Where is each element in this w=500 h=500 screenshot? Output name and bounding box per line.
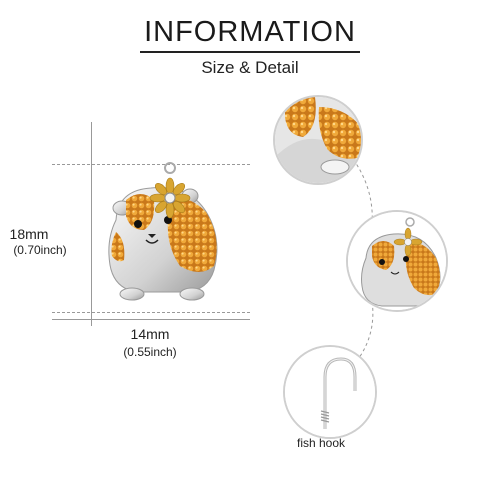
width-inch-label: (0.55inch) (123, 345, 177, 359)
width-mm-label: 14mm (130, 326, 170, 342)
height-inch-label: (0.70inch) (13, 243, 67, 257)
height-mm-label: 18mm (9, 226, 49, 242)
page-title: INFORMATION (144, 16, 356, 48)
top-guide-line (52, 164, 250, 165)
title-underline (140, 51, 360, 53)
page-subtitle: Size & Detail (201, 58, 299, 77)
hook-label: fish hook (296, 436, 346, 450)
height-measure-line (91, 122, 92, 326)
detail-circle-hook (283, 345, 377, 439)
bottom-guide-line (52, 312, 250, 313)
earring-product-image (96, 160, 230, 310)
detail-circle-middle (346, 210, 448, 312)
width-measure-line (52, 319, 250, 320)
detail-circle-top (273, 95, 363, 185)
